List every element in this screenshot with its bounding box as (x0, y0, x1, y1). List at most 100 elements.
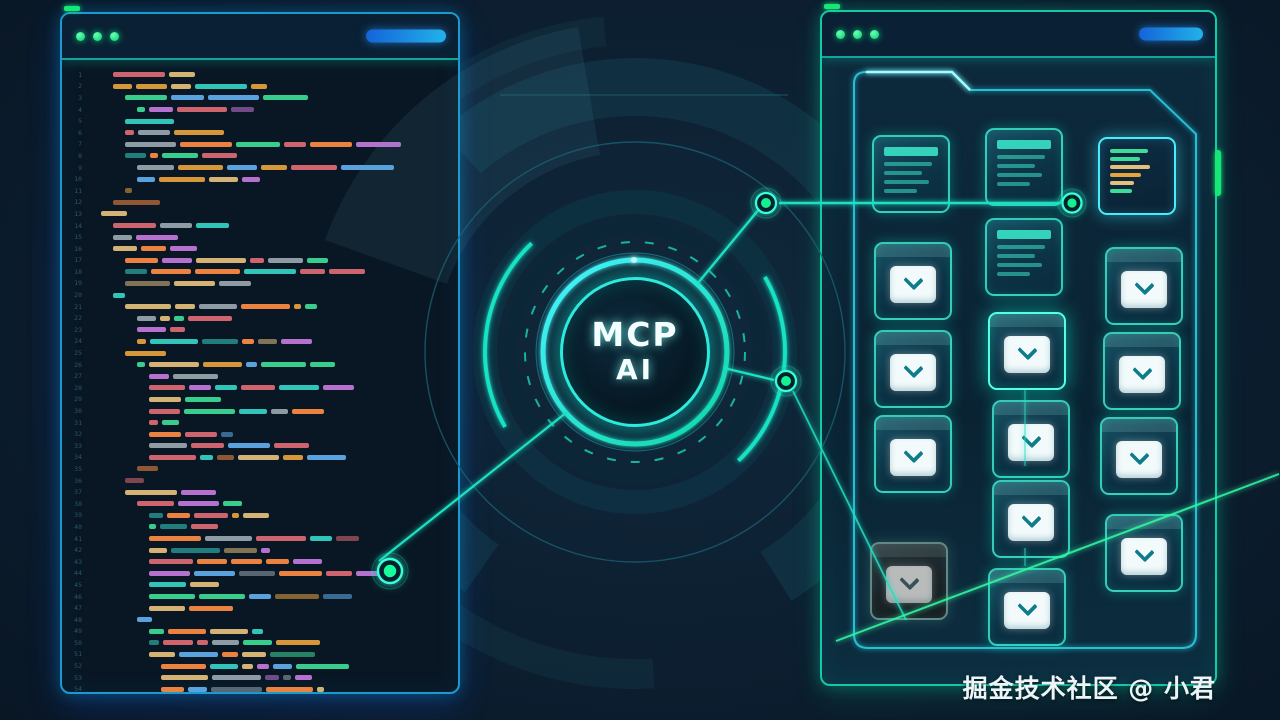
inbox-card[interactable] (870, 542, 948, 620)
line-number: 6 (78, 128, 82, 137)
code-line: 53 (66, 672, 452, 684)
code-line: 7 (66, 139, 452, 151)
integrations-window (820, 10, 1217, 686)
line-number: 23 (74, 325, 82, 334)
code-line: 27 (66, 370, 452, 382)
inbox-card[interactable] (988, 568, 1066, 646)
inbox-box (1004, 591, 1050, 629)
code-line: 41 (66, 533, 452, 545)
code-line: 30 (66, 405, 452, 417)
line-number: 39 (74, 511, 82, 520)
code-line: 11 (66, 185, 452, 197)
code-line: 29 (66, 394, 452, 406)
titlebar-pill-button[interactable] (1139, 27, 1203, 41)
window-control-dot[interactable] (110, 31, 119, 41)
line-number: 26 (74, 360, 82, 369)
hub-title-line1: MCP (591, 315, 679, 355)
code-line: 6 (66, 127, 452, 139)
code-line: 24 (66, 336, 452, 348)
window-control-dot[interactable] (93, 31, 102, 41)
doc-text-line (997, 164, 1035, 168)
code-line: 47 (66, 602, 452, 614)
line-number: 29 (74, 395, 82, 404)
code-line: 17 (66, 255, 452, 267)
doc-text-line (884, 162, 932, 166)
inbox-card[interactable] (1103, 332, 1181, 410)
doc-text-line (997, 173, 1043, 177)
line-number: 8 (78, 151, 82, 160)
code-line: 52 (66, 660, 452, 672)
inbox-card[interactable] (1105, 514, 1183, 592)
window-control-dot[interactable] (853, 29, 862, 39)
window-control-dot[interactable] (836, 29, 845, 39)
chevron-down-icon (1133, 274, 1155, 295)
chevron-down-icon (1020, 507, 1042, 528)
line-number: 24 (74, 337, 82, 346)
line-number: 51 (74, 650, 82, 659)
window-controls (836, 29, 887, 39)
document-card[interactable] (985, 218, 1063, 296)
code-line: 49 (66, 626, 452, 638)
inbox-box (1008, 423, 1054, 461)
chevron-down-icon (902, 269, 924, 290)
code-line: 43 (66, 556, 452, 568)
code-line: 14 (66, 220, 452, 232)
inbox-card[interactable] (988, 312, 1066, 390)
inbox-box (1121, 270, 1167, 308)
inbox-card[interactable] (1100, 417, 1178, 495)
inbox-card[interactable] (874, 415, 952, 493)
code-line: 22 (66, 312, 452, 324)
code-line: 36 (66, 475, 452, 487)
code-line: 12 (66, 197, 452, 209)
mini-code-line (1110, 149, 1149, 153)
line-number: 53 (74, 673, 82, 682)
line-number: 21 (74, 302, 82, 311)
window-control-dot[interactable] (870, 29, 879, 39)
code-line: 26 (66, 359, 452, 371)
code-line: 45 (66, 579, 452, 591)
doc-text-line (997, 272, 1031, 276)
line-number: 25 (74, 349, 82, 358)
chevron-down-icon (1131, 359, 1153, 380)
line-number: 11 (74, 186, 82, 195)
code-line: 46 (66, 591, 452, 603)
code-line: 3 (66, 92, 452, 104)
mini-code-line (1110, 157, 1141, 161)
code-card[interactable] (1098, 137, 1176, 215)
code-line: 15 (66, 231, 452, 243)
titlebar-pill-button[interactable] (366, 29, 446, 43)
code-line: 48 (66, 614, 452, 626)
inbox-box (890, 438, 936, 476)
line-number: 34 (74, 453, 82, 462)
line-number: 45 (74, 580, 82, 589)
window-control-dot[interactable] (76, 31, 85, 41)
chevron-down-icon (1128, 444, 1150, 465)
inbox-card[interactable] (992, 480, 1070, 558)
inbox-box (890, 353, 936, 391)
connector-node (750, 187, 782, 219)
document-card[interactable] (872, 135, 950, 213)
code-line: 16 (66, 243, 452, 255)
inbox-card[interactable] (992, 400, 1070, 478)
inbox-card[interactable] (1105, 247, 1183, 325)
doc-text-line (884, 180, 930, 184)
code-line: 31 (66, 417, 452, 429)
code-line: 42 (66, 544, 452, 556)
inbox-card[interactable] (874, 330, 952, 408)
line-number: 27 (74, 372, 82, 381)
line-number: 7 (78, 140, 82, 149)
doc-header-bar (884, 147, 938, 156)
line-number: 52 (74, 662, 82, 671)
inbox-card[interactable] (874, 242, 952, 320)
code-line: 23 (66, 324, 452, 336)
window-controls (76, 31, 127, 41)
code-line: 35 (66, 463, 452, 475)
line-number: 47 (74, 604, 82, 613)
code-line: 25 (66, 347, 452, 359)
mini-code-line (1110, 165, 1150, 169)
code-line: 38 (66, 498, 452, 510)
document-card[interactable] (985, 128, 1063, 206)
line-number: 14 (74, 221, 82, 230)
line-number: 35 (74, 464, 82, 473)
